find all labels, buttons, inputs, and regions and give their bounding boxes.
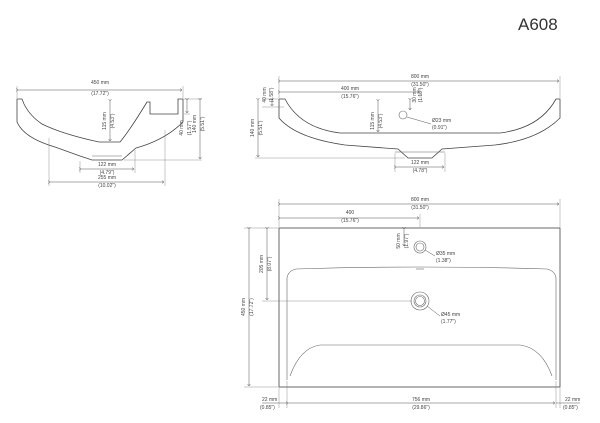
top-inner-in: (29.86") — [412, 405, 430, 411]
top-half-mm: 400 — [346, 210, 355, 216]
side-width-in: (17.72") — [91, 91, 109, 97]
front-width-mm: 800 mm — [411, 74, 429, 80]
side-height-in: (5.51") — [200, 116, 206, 131]
top-width-mm: 800 mm — [411, 197, 429, 203]
top-right-margin-in: (0.85") — [563, 405, 578, 411]
side-drain-mm: 122 mm — [98, 162, 116, 168]
top-drain-mm: Ø45 mm — [441, 312, 460, 318]
front-drain-mm: 122 mm — [411, 160, 429, 166]
top-view: 800 mm (31.50") 400 (15.76") 50 mm (1.97… — [241, 197, 580, 411]
top-tap-hole-in: (1.38") — [436, 258, 451, 264]
top-tap-y-mm: 50 mm — [396, 233, 402, 248]
front-height-in: (5.51") — [258, 120, 264, 135]
front-view: 800 mm (31.50") 400 mm (15.76") 40 mm (1… — [250, 74, 561, 174]
front-half-in: (15.76") — [341, 94, 359, 100]
top-tap-y-in: (1.97") — [404, 233, 410, 248]
top-tap-hole-mm: Ø35 mm — [436, 251, 455, 257]
side-height-mm: 140 mm — [192, 115, 198, 133]
side-view: 450 mm (17.72") 115 mm (4.53") 40 mm (1.… — [17, 80, 206, 189]
front-half-mm: 400 mm — [341, 86, 359, 92]
front-tap-hole — [398, 110, 408, 120]
top-inner-mm: 756 mm — [412, 397, 430, 403]
front-drain-in: (4.78") — [413, 168, 428, 174]
top-left-margin-in: (0.85") — [260, 405, 275, 411]
side-bottom-mm: 255 mm — [98, 175, 116, 181]
front-depth-mm: 115 mm — [370, 112, 376, 130]
top-half-in: (15.76") — [341, 218, 359, 224]
front-tap-hole-mm: Ø23 mm — [432, 118, 451, 124]
top-depth-mm: 450 mm — [241, 298, 247, 316]
top-width-in: (31.50") — [411, 205, 429, 211]
side-bottom-in: (10.02") — [98, 183, 116, 189]
front-rim-mm: 40 mm — [262, 87, 268, 102]
top-depth-in: (17.72") — [249, 298, 255, 316]
front-tap-offset-in: (1.18") — [418, 87, 424, 102]
top-tap-hole — [413, 240, 427, 254]
top-right-margin-mm: 22 mm — [565, 397, 580, 403]
side-rim-mm: 40 mm — [179, 120, 185, 135]
top-basin-offset-mm: 205 mm — [259, 255, 265, 273]
front-rim-in: (1.58") — [269, 87, 275, 102]
top-outline — [278, 227, 561, 388]
side-drain-in: (4.79") — [100, 170, 115, 176]
front-width-in: (31.50") — [411, 82, 429, 88]
top-left-margin-mm: 22 mm — [262, 397, 277, 403]
side-depth-in: (4.53") — [110, 113, 116, 128]
top-basin-outline — [286, 266, 557, 380]
side-rim-in: (1.57") — [187, 120, 193, 135]
side-view-profile — [16, 98, 184, 161]
top-basin-offset-in: (8.07") — [267, 256, 273, 271]
top-basin-floor — [289, 344, 553, 377]
front-height-mm: 140 mm — [250, 119, 256, 137]
top-drain-in: (1.77") — [441, 319, 456, 325]
front-tap-offset-mm: 30 mm — [412, 87, 418, 102]
front-view-profile — [278, 98, 561, 159]
front-tap-hole-in: (0.91") — [432, 125, 447, 131]
side-depth-mm: 115 mm — [102, 112, 108, 130]
side-width-mm: 450 mm — [91, 80, 109, 86]
front-depth-in: (4.53") — [378, 113, 384, 128]
model-code: A608 — [518, 15, 558, 34]
